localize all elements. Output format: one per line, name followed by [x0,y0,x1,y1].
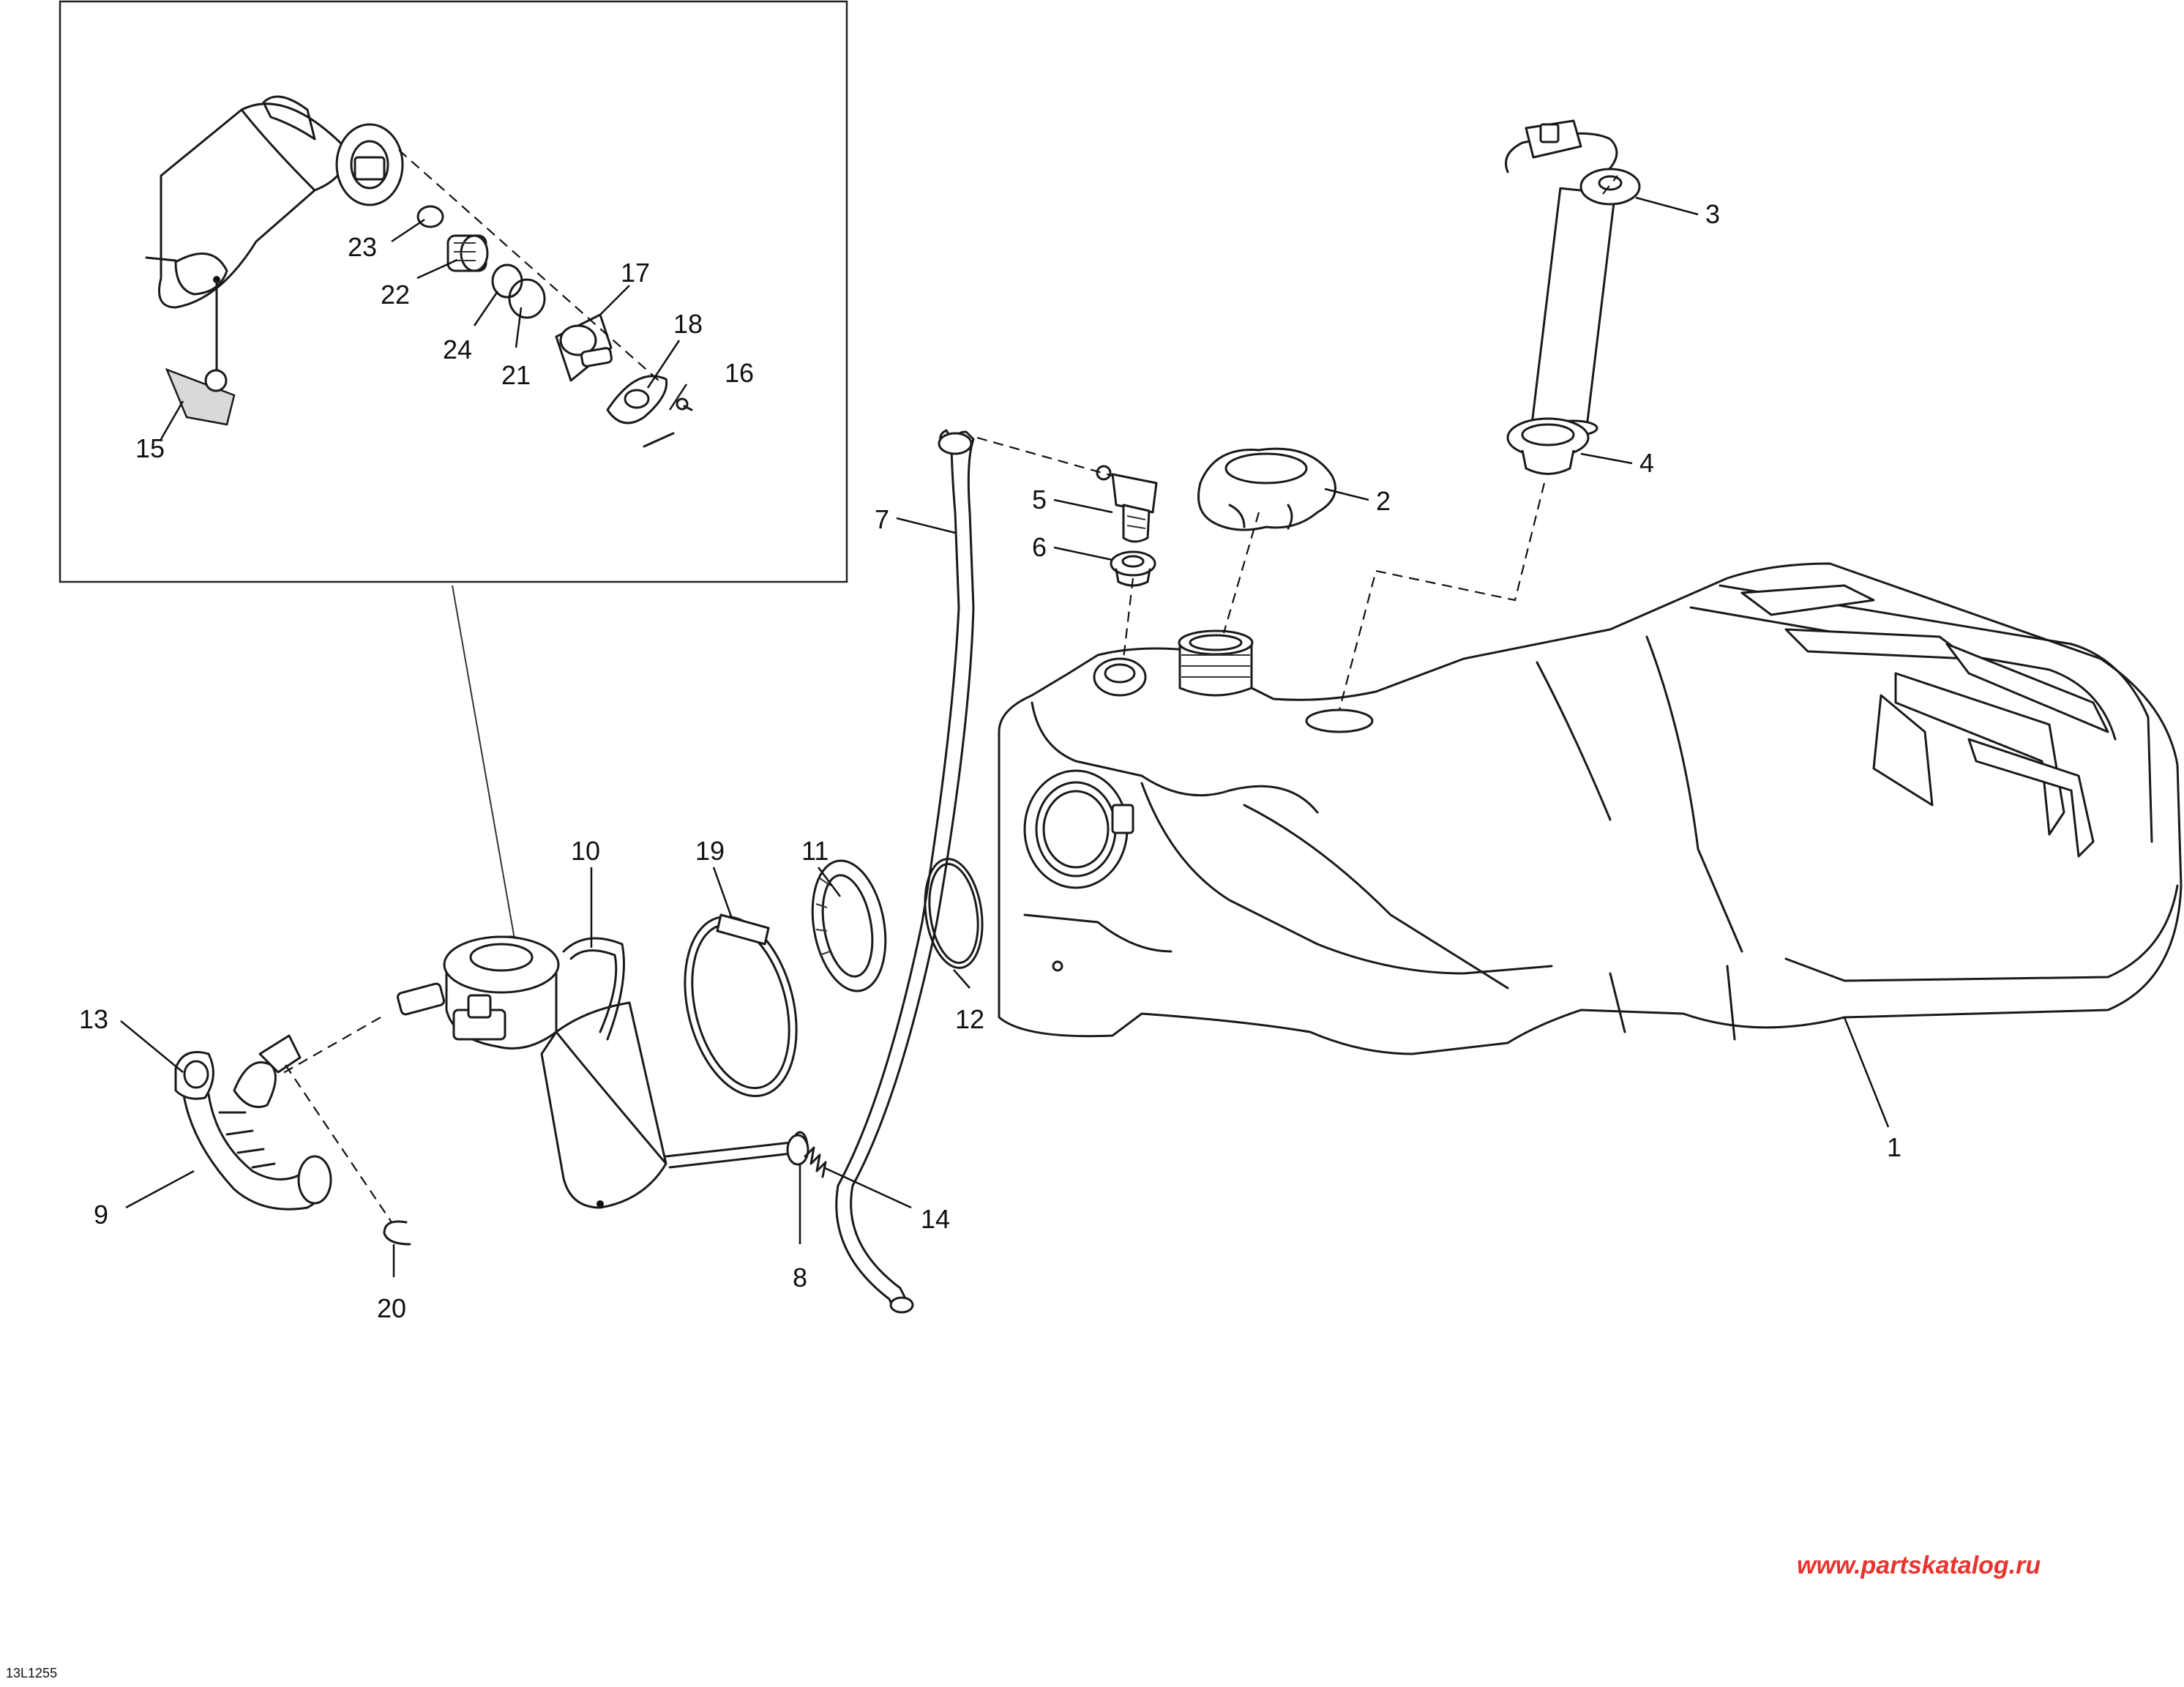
part-10-fuel-pump-module [396,935,809,1209]
callout-9: 9 [94,1200,108,1230]
callout-17: 17 [621,258,650,288]
callout-10: 10 [571,836,600,866]
callout-7: 7 [875,504,889,534]
callout-14: 14 [921,1204,950,1234]
callout-20: 20 [377,1293,406,1323]
callout-15: 15 [135,433,165,463]
callout-1: 1 [1887,1132,1901,1162]
inset-detail-box [59,0,848,952]
part-8-bolt [786,1134,809,1166]
part-13-quick-connector [174,1051,214,1100]
part-9-fuel-line [182,1034,332,1211]
callout-8: 8 [793,1263,807,1293]
callout-numbers: 1 2 3 4 5 6 7 8 9 10 11 12 13 14 19 20 1… [79,199,1901,1323]
callout-11: 11 [801,836,829,866]
assembly-alignment-lines [277,175,1618,1223]
part-20-clip [383,1220,411,1246]
callout-21: 21 [501,360,531,390]
callout-12: 12 [955,1004,984,1034]
part-1-fuel-tank [998,562,2183,1055]
part-7-vent-hose [835,429,975,1314]
callout-3: 3 [1705,199,1720,229]
callout-23: 23 [348,232,377,262]
callout-18: 18 [673,309,703,339]
inset-seals-and-filter [398,149,693,448]
part-6-valve-grommet [1110,550,1156,587]
callout-19: 19 [695,836,725,866]
callout-22: 22 [381,280,410,310]
callout-24: 24 [443,334,472,364]
callout-6: 6 [1032,532,1047,562]
part-12-o-ring [924,858,984,969]
drawing-id: 13L1255 [6,1666,57,1680]
callout-16: 16 [725,358,754,388]
part-4-sender-grommet [1506,417,1590,475]
callout-2: 2 [1376,486,1391,516]
part-2-filler-cap [1197,447,1336,531]
part-3-fuel-level-sender [1505,119,1641,437]
callout-13: 13 [79,1004,108,1034]
part-19-hose-clamp [684,913,798,1098]
inset-pump-housing [145,95,404,375]
watermark-url: www.partskatalog.ru [1797,1552,2041,1579]
part-14-spring [804,1146,827,1178]
part-15-bracket [165,367,236,426]
callout-5: 5 [1032,485,1047,515]
callout-leader-lines [120,196,1890,1277]
callout-4: 4 [1639,448,1654,478]
part-11-lock-ring [811,859,887,992]
part-5-vent-valve [1096,465,1158,543]
